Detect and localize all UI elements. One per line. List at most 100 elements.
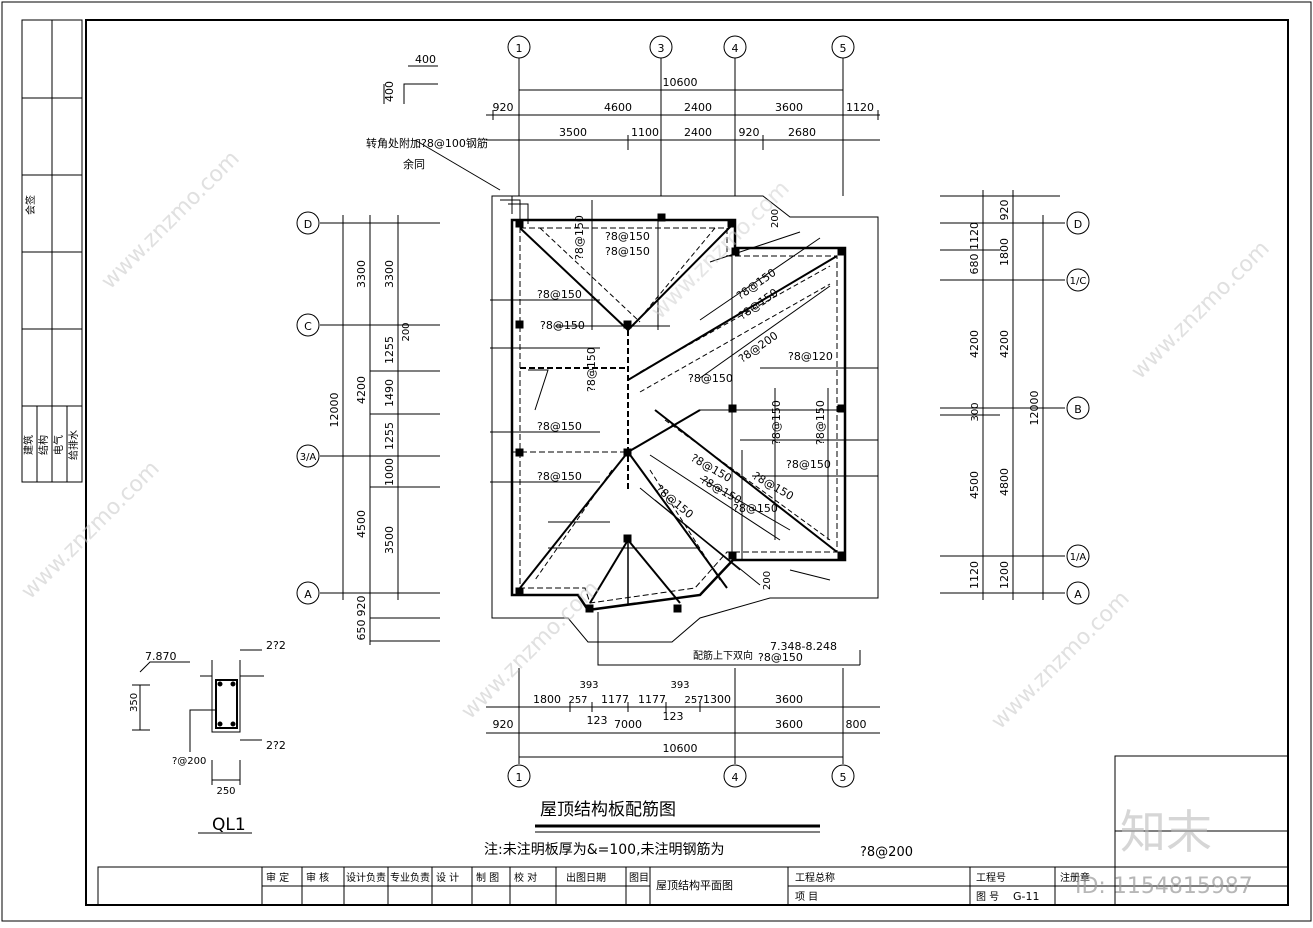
left-sign-strip — [21, 19, 83, 483]
beam-inner-line — [519, 227, 838, 604]
dim-bot-r2-2: 3600 — [775, 718, 803, 731]
watermark-site: www.znzmo.com — [1127, 236, 1275, 384]
axis-bubble-left-3A — [296, 444, 320, 468]
dim-bot-r1-4: 1177 — [638, 693, 666, 706]
axis-right-1A: 1/A — [1070, 552, 1087, 563]
dim-top-r2-1: 1100 — [631, 126, 659, 139]
dim-right-mid-2: 4800 — [998, 468, 1011, 496]
section-top-bars: 2?2 — [266, 639, 286, 652]
dim-right-in-5: 1120 — [968, 561, 981, 589]
strip-label-arch: 建筑 — [22, 435, 35, 455]
dim-top-total: 10600 — [663, 76, 698, 89]
dim-left-total: 12000 — [328, 393, 341, 428]
roof-plan — [490, 195, 879, 666]
axis-bubble-top-3 — [649, 35, 673, 59]
strip-label-countersign: 会签 — [24, 195, 37, 215]
dim-bot-r1-2: 393 — [579, 680, 598, 691]
axis-top-3: 3 — [658, 42, 665, 55]
drawing-title: 屋顶结构板配筋图 — [540, 800, 676, 820]
axis-left-A: A — [304, 588, 312, 601]
section-ql1 — [132, 649, 264, 834]
general-note: 注:未注明板厚为&=100,未注明钢筋为 — [484, 841, 725, 858]
tb-cell: 校 对 — [514, 871, 537, 884]
dim-top-r2-3: 920 — [739, 126, 760, 139]
rebar-label: ?8@150 — [537, 420, 582, 433]
axis-left-C: C — [304, 320, 312, 333]
tb-cell: 工程号 — [976, 872, 1006, 884]
tb-cell: 注册章 — [1060, 871, 1090, 884]
corner-note-2: 余同 — [403, 157, 425, 171]
axis-bubble-bottom-4 — [723, 764, 747, 788]
axis-bubble-left-D — [296, 211, 320, 235]
dim-bot-r1-7: 1300 — [703, 693, 731, 706]
axis-bottom-4: 4 — [732, 771, 739, 784]
dim-right-mid-1: 4200 — [998, 330, 1011, 358]
axis-bubble-top-1 — [507, 35, 531, 59]
axis-bottom-1: 1 — [516, 771, 523, 784]
watermark-logo: 知末 — [1120, 805, 1212, 859]
rebar-label: ?8@150 — [537, 470, 582, 483]
strip-label-struct: 结构 — [37, 435, 50, 455]
section-height: 350 — [129, 693, 140, 712]
dim-left-mid-0: 3300 — [355, 260, 368, 288]
tb-cell: 审 核 — [306, 871, 329, 884]
dim-bot-r1-5: 393 — [670, 680, 689, 691]
title-block — [97, 866, 1289, 906]
axis-bubble-top-5 — [831, 35, 855, 59]
section-elev: 7.870 — [145, 650, 177, 663]
general-note-rebar: ?8@200 — [860, 845, 913, 860]
rebar-label: ?8@150 — [688, 372, 733, 385]
double-layer-rebar: ?8@150 — [758, 651, 803, 664]
dim-left-small-2: 650 — [355, 620, 368, 641]
dim-bot-r1-8: 3600 — [775, 693, 803, 706]
rebar-label: ?8@150 — [733, 502, 778, 515]
dim-top-r1-2: 2400 — [684, 101, 712, 114]
axis-bubble-right-1A — [1066, 544, 1090, 568]
rebar-label: ?8@150 — [573, 215, 586, 260]
axis-right-1C: 1/C — [1070, 276, 1087, 287]
dim-top-r2-2: 2400 — [684, 126, 712, 139]
corner-dim-h: 400 — [415, 53, 436, 66]
dim-bot-sub-0: 123 — [587, 714, 608, 727]
dim-left-in-2: 1490 — [383, 379, 396, 407]
dim-left-in-5: 3500 — [383, 526, 396, 554]
tb-cell: 审 定 — [266, 871, 289, 884]
tb-cell: 项 目 — [795, 891, 818, 903]
dim-right-in-4: 4500 — [968, 471, 981, 499]
corner-dim-v: 400 — [383, 81, 396, 102]
watermark-site: www.znzmo.com — [17, 456, 165, 604]
dim-bot-total: 10600 — [663, 742, 698, 755]
tb-sheet-no: G-11 — [1013, 890, 1040, 903]
dim-bot-r1-6: 257 — [684, 695, 703, 706]
right-axes — [940, 190, 1090, 605]
tb-cell: 图 号 — [976, 891, 999, 903]
watermark-id: ID: 1154815987 — [1075, 874, 1253, 899]
dim-right-mid-0: 1800 — [998, 238, 1011, 266]
tb-cell: 设计负责 — [346, 871, 386, 884]
corner-note: 转角处附加?8@100钢筋 — [366, 136, 488, 150]
dim-right-total: 12000 — [1028, 391, 1041, 426]
rebar-label: ?8@150 — [537, 288, 582, 301]
tb-cell: 设 计 — [436, 871, 459, 884]
axis-bubble-left-C — [296, 313, 320, 337]
dim-bot-r1-3: 1177 — [601, 693, 629, 706]
section-width: 250 — [216, 786, 235, 797]
dim-right-mid-3: 1200 — [998, 561, 1011, 589]
tb-drawing-name: 屋顶结构平面图 — [656, 878, 733, 892]
elevation-note: 7.348-8.248 — [770, 640, 837, 653]
axis-bubble-bottom-1 — [507, 764, 531, 788]
rebar-label: ?8@150 — [585, 347, 598, 392]
dim-left-small-1: 920 — [355, 596, 368, 617]
axis-left-3A: 3/A — [300, 452, 317, 463]
dim-top-r1-1: 4600 — [604, 101, 632, 114]
top-axes — [486, 35, 880, 196]
rebar-label: ?8@150 — [786, 458, 831, 471]
left-axes — [296, 211, 440, 645]
dim-bot-r1-0: 1800 — [533, 693, 561, 706]
tb-cell: 图目 — [629, 872, 649, 884]
rebar-label: ?8@150 — [770, 400, 783, 445]
axis-top-5: 5 — [840, 42, 847, 55]
watermark-site: www.znzmo.com — [97, 146, 245, 294]
dim-top-r1-3: 3600 — [775, 101, 803, 114]
